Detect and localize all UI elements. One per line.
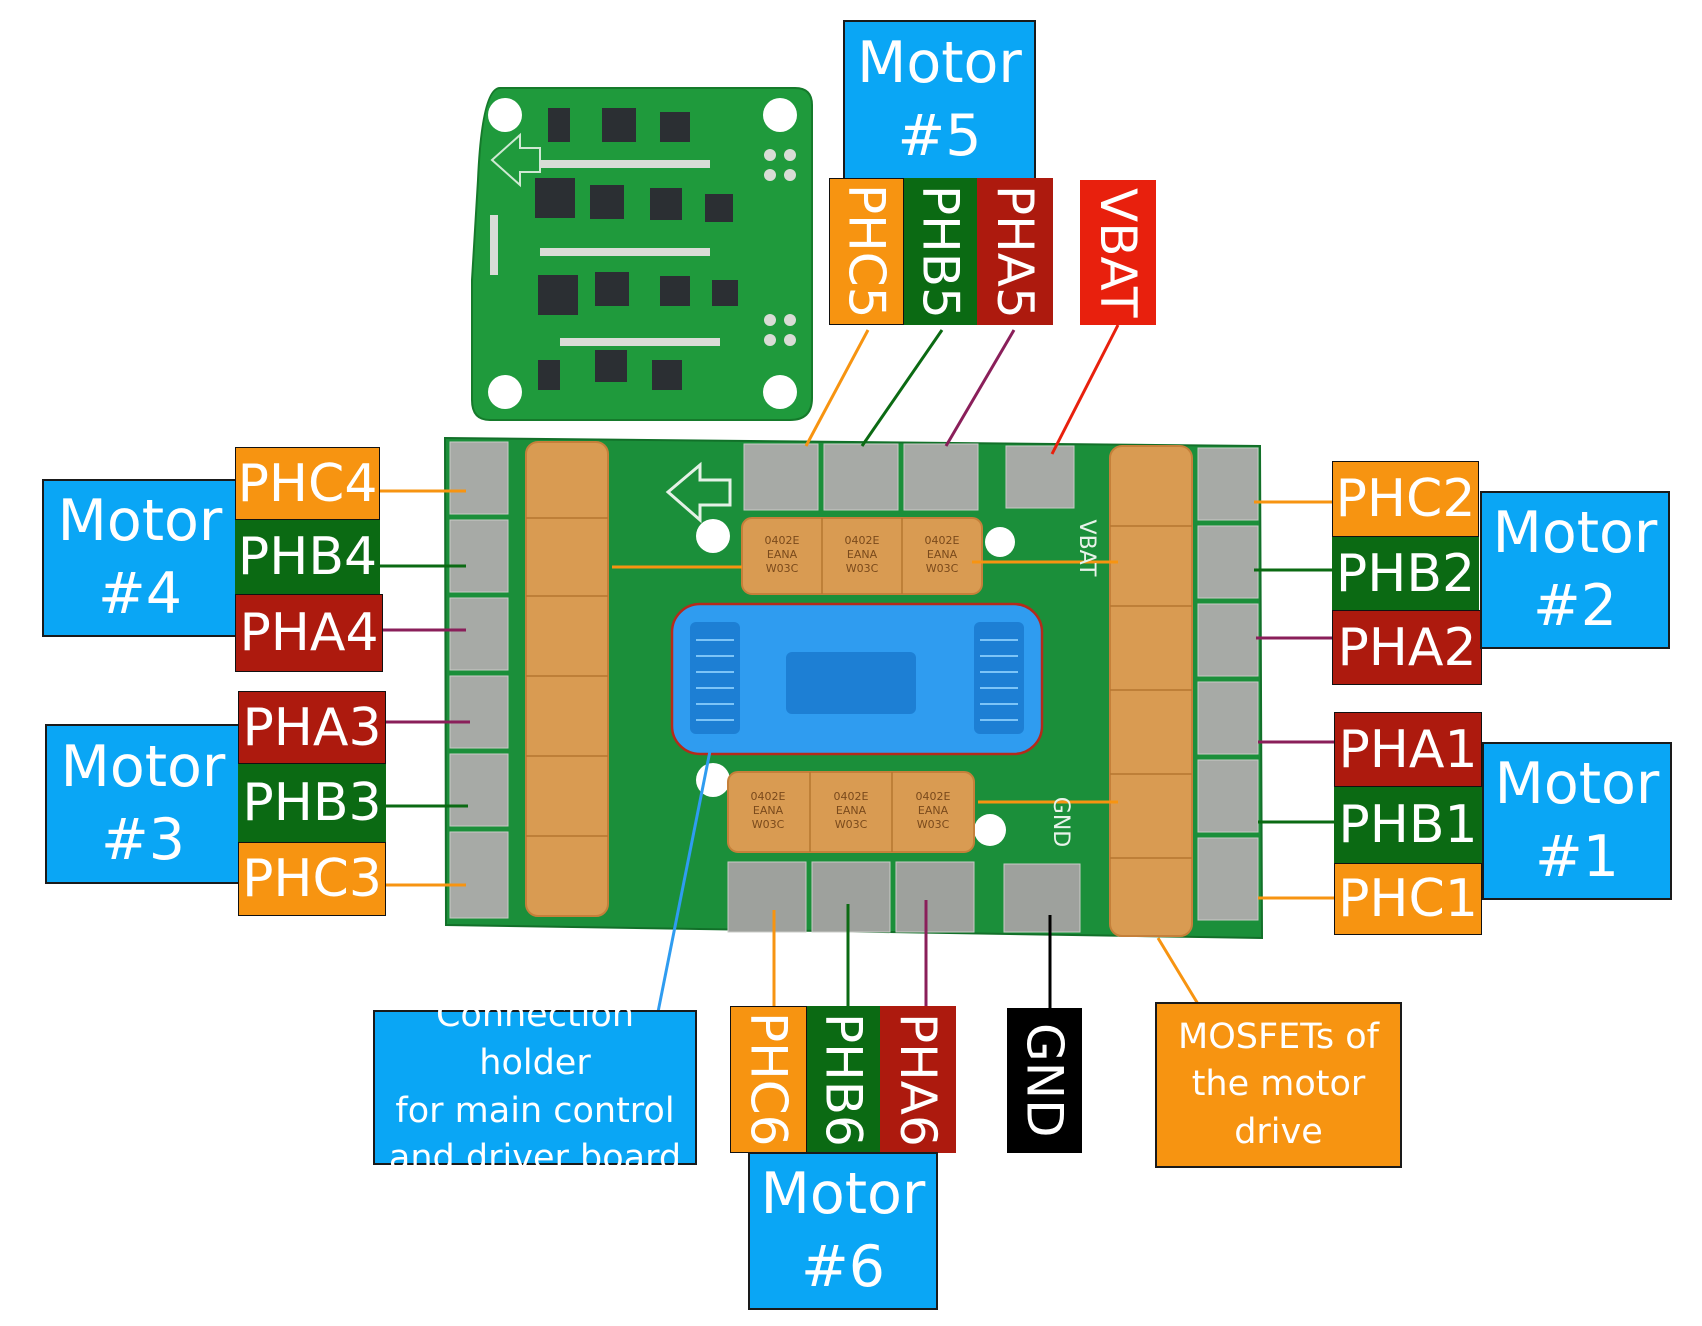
phb6-label: PHB6 [807,1006,880,1153]
motor-5-line2: #5 [897,103,982,169]
mosfets-note-line3: drive [1234,1111,1323,1152]
motor-2-line1: Motor [1492,500,1658,567]
mosfet-marking: 0402E [834,790,869,803]
pha4-label: PHA4 [235,594,383,672]
mosfet-marking: W03C [917,818,950,831]
vbat-label: VBAT [1080,180,1156,325]
phb2-label: PHB2 [1332,537,1479,610]
mosfet-marking: 0402E [765,534,800,547]
phc6-label: PHC6 [730,1006,807,1153]
mosfet-marking: W03C [926,562,959,575]
phc3-label: PHC3 [238,842,386,916]
phb1-label: PHB1 [1334,787,1482,863]
pha1-label: PHA1 [1334,712,1482,787]
motor-4-line1: Motor [57,488,223,555]
motor-4-line2: #4 [97,561,183,627]
mosfet-marking: 0402E [916,790,951,803]
mosfet-marking: EANA [847,548,878,561]
motor-4-label: Motor #4 [42,479,238,637]
mosfet-marking: EANA [767,548,798,561]
mosfet-marking: 0402E [925,534,960,547]
pha2-label: PHA2 [1332,610,1482,685]
mosfets-note-line2: the motor [1191,1064,1366,1105]
motor-1-line2: #1 [1534,824,1620,890]
leader-lines [374,324,1338,1013]
mosfet-marking: W03C [846,562,879,575]
pha6-label: PHA6 [880,1006,956,1153]
pha5-label: PHA5 [977,178,1053,325]
phb5-label: PHB5 [904,178,977,325]
mosfets-note-line1: MOSFETs of [1178,1016,1379,1057]
mosfet-marking: W03C [766,562,799,575]
phc2-label: PHC2 [1332,461,1479,537]
connection-holder-note: Connection holder for main control and d… [373,995,697,1178]
phc4-label: PHC4 [235,447,380,520]
mosfets-note: MOSFETs of the motor drive [1155,1002,1402,1168]
mosfet-marking: EANA [836,804,867,817]
motor-2-line2: #2 [1532,573,1618,639]
holder-note-line1: Connection holder [435,995,635,1083]
motor-6-label: Motor #6 [748,1152,938,1310]
gnd-label: GND [1007,1008,1082,1153]
motor-5-line1: Motor [857,30,1022,97]
phb3-label: PHB3 [238,764,386,842]
motor-3-label: Motor #3 [45,724,241,884]
silkscreen-gnd: GND [1048,797,1073,847]
motor-6-line1: Motor [760,1161,926,1228]
motor-6-line2: #6 [800,1234,886,1300]
phc5-label: PHC5 [829,178,904,325]
mosfet-marking: 0402E [751,790,786,803]
silkscreen-vbat: VBAT [1074,520,1099,577]
mosfet-marking: EANA [918,804,949,817]
motor-1-label: Motor #1 [1482,742,1672,900]
mosfet-marking: W03C [835,818,868,831]
mosfet-marking: W03C [752,818,785,831]
motor-1-line1: Motor [1494,751,1660,818]
motor-3-line1: Motor [60,734,226,801]
holder-note-line2: for main control [395,1090,675,1131]
mosfet-marking: EANA [927,548,958,561]
pha3-label: PHA3 [238,691,386,764]
motor-2-label: Motor #2 [1480,491,1670,649]
mosfet-marking: EANA [753,804,784,817]
motor-5-label: Motor #5 [843,20,1036,180]
motor-3-line2: #3 [100,807,186,873]
phc1-label: PHC1 [1334,863,1482,935]
mosfet-marking: 0402E [845,534,880,547]
main-board [443,436,1264,940]
holder-note-line3: and driver board [388,1138,682,1179]
control-board [471,87,813,421]
phb4-label: PHB4 [235,520,380,594]
